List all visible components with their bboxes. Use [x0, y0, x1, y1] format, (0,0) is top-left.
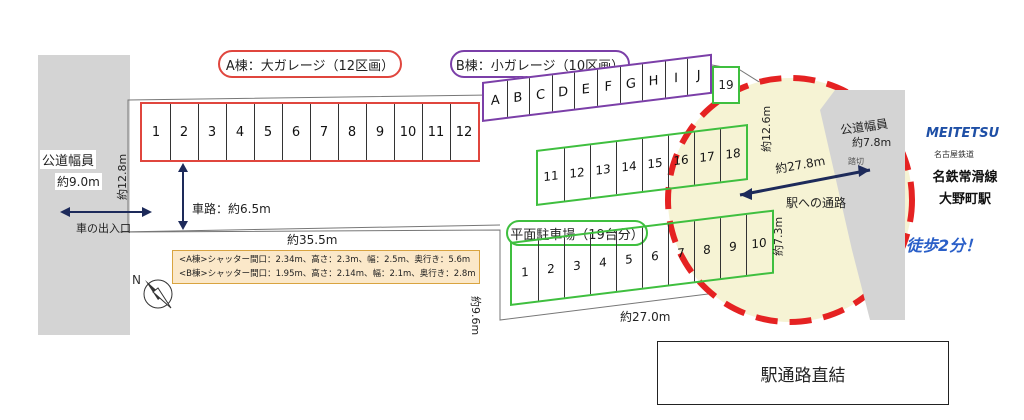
garage-b-unit: I — [664, 58, 689, 98]
parking-lot-19: 19 — [712, 66, 740, 104]
station-name: 大野町駅 — [938, 192, 991, 207]
garage-b-unit: F — [597, 66, 621, 106]
direct-link-box: 駅通路直結 — [657, 341, 949, 405]
public-road-right-width: 約7.8m — [852, 136, 892, 149]
parking-space: 12 — [564, 145, 591, 201]
crossing-label: 踏切 — [848, 157, 864, 166]
car-entrance-label: 車の出入口 — [76, 222, 131, 235]
parking-space: 1 — [512, 240, 539, 304]
right-edge-dimension: 約12.6m — [760, 105, 773, 152]
parking-space: 11 — [538, 148, 565, 204]
parking-space: 13 — [590, 142, 617, 198]
bottom-length-dimension: 約35.5m — [287, 233, 338, 247]
svg-text:N: N — [132, 273, 141, 287]
shutter-notes: <A棟>シャッター間口：2.34m、高さ：2.3m、幅：2.5m、奥行き：5.6… — [172, 250, 480, 284]
building-a-row: 1 2 3 4 5 6 7 8 9 10 11 12 — [140, 102, 480, 162]
public-road-right — [820, 90, 905, 320]
compass-icon: N — [132, 273, 173, 309]
garage-a-unit: 8 — [338, 104, 367, 160]
public-road-left-width: 約9.0m — [55, 173, 102, 190]
garage-a-unit: 1 — [142, 104, 171, 160]
parking-space: 16 — [668, 132, 695, 188]
garage-b-unit: B — [506, 78, 531, 117]
garage-a-unit: 5 — [254, 104, 283, 160]
garage-b-unit: G — [619, 64, 644, 104]
parking-space: 8 — [694, 218, 721, 282]
garage-a-unit: 10 — [394, 104, 423, 160]
parking-space: 17 — [694, 129, 721, 185]
driveway-dimension: 車路：約6.5m — [192, 202, 271, 216]
parking-space: 3 — [564, 234, 591, 298]
garage-b-unit: J — [696, 67, 701, 84]
garage-a-unit: 6 — [282, 104, 311, 160]
passage-width-dimension: 約7.3m — [772, 216, 785, 256]
lot-bottom-dimension: 約27.0m — [620, 310, 671, 324]
parking-space: 15 — [642, 135, 669, 191]
flat-parking-title: 平面駐車場（19台分） — [506, 220, 648, 246]
passage-line — [739, 168, 871, 197]
passage-to-station-label: 駅への通路 — [786, 196, 847, 210]
parking-space: 2 — [538, 237, 565, 301]
public-road-left — [38, 55, 130, 335]
garage-b-unit: H — [642, 61, 666, 101]
shutter-note-b: <B棟>シャッター間口：1.95m、高さ：2.14m、幅：2.1m、奥行き：2.… — [179, 269, 476, 279]
parking-space: 5 — [616, 227, 643, 291]
railway-company: 名古屋鉄道 — [934, 150, 974, 159]
parking-space: 18 — [725, 145, 741, 162]
garage-b-unit: E — [574, 69, 598, 109]
parking-space: 9 — [720, 214, 747, 279]
parking-space: 4 — [590, 230, 617, 295]
parking-space: 10 — [751, 235, 767, 252]
garage-b-unit: C — [529, 75, 553, 115]
line-name: 名鉄常滑線 — [932, 170, 998, 185]
garage-a-unit: 11 — [422, 104, 451, 160]
garage-a-unit: 9 — [366, 104, 395, 160]
garage-a-unit: 3 — [198, 104, 227, 160]
building-a-title: A棟：大ガレージ（12区画） — [218, 50, 402, 78]
meitetsu-logo: MEITETSU — [926, 126, 1000, 141]
left-edge-dimension: 約12.8m — [116, 153, 129, 200]
garage-a-unit: 4 — [226, 104, 255, 160]
lot-height-dimension: 約9.6m — [469, 296, 482, 336]
parking-space: 7 — [668, 221, 695, 285]
garage-a-unit: 7 — [310, 104, 339, 160]
public-road-left-label: 公道幅員 — [40, 150, 97, 169]
shutter-note-a: <A棟>シャッター間口：2.34m、高さ：2.3m、幅：2.5m、奥行き：5.6… — [179, 255, 471, 265]
garage-a-unit: 2 — [170, 104, 199, 160]
garage-b-unit: A — [484, 80, 508, 120]
garage-b-unit: D — [551, 72, 576, 112]
garage-a-unit: 12 — [455, 124, 473, 140]
walk-time-label: 徒歩2分！ — [906, 236, 982, 255]
parking-space: 6 — [642, 224, 669, 288]
parking-space: 14 — [616, 138, 643, 195]
